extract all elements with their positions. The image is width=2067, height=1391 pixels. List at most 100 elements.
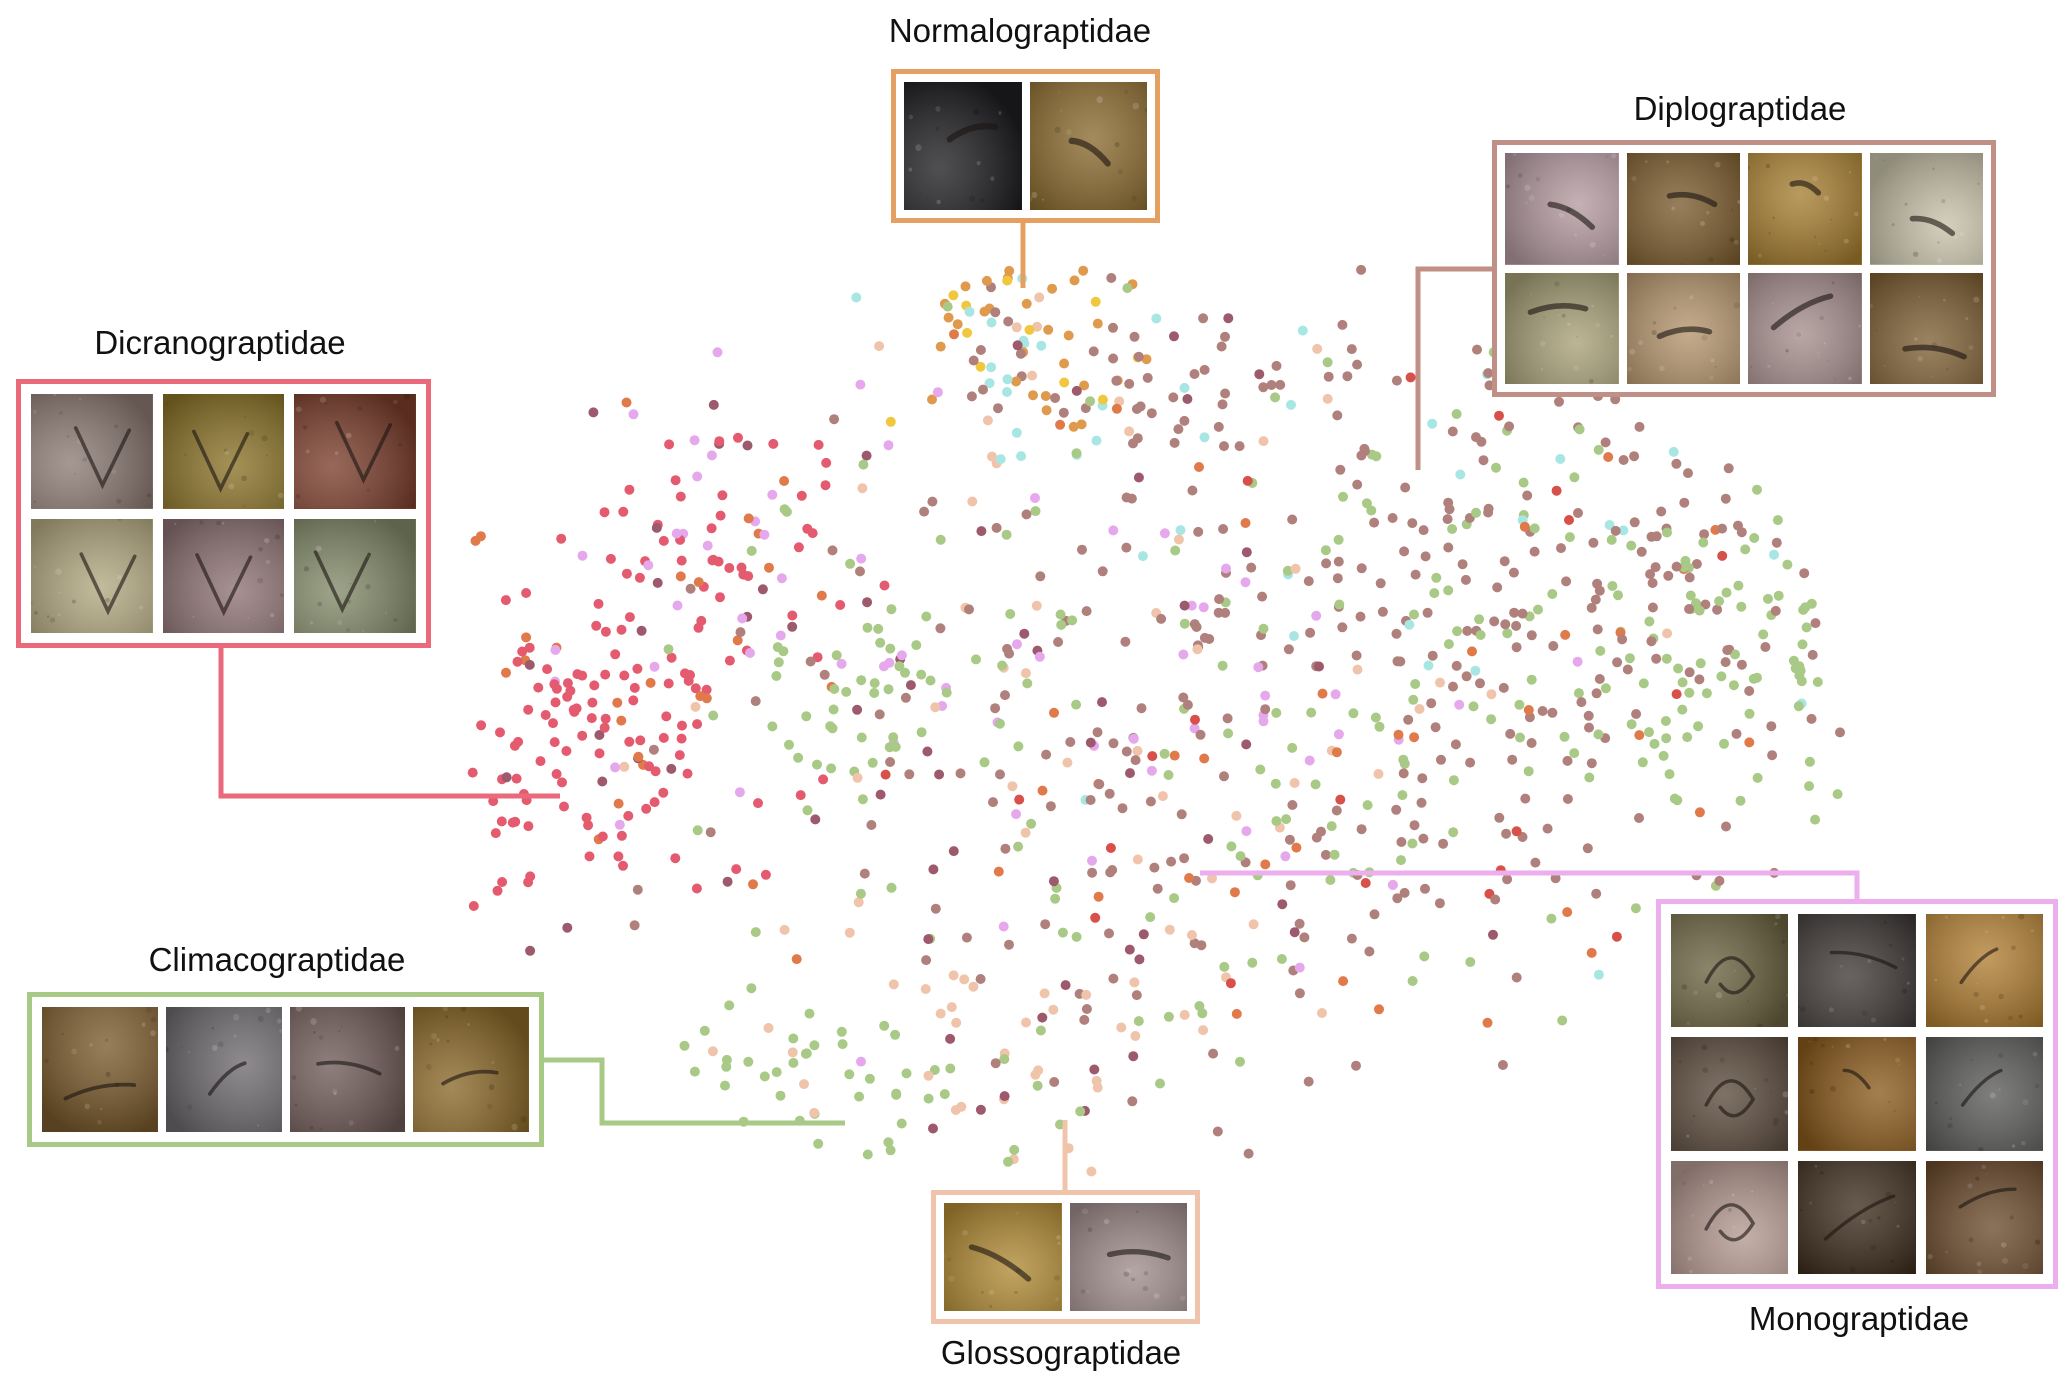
data-point-diplo <box>1246 562 1257 573</box>
data-point-diplo <box>1396 837 1407 847</box>
data-point-diplo <box>1436 754 1446 765</box>
specimen-photo-mono-1 <box>1671 914 1789 1028</box>
data-point-orange <box>1374 1004 1384 1015</box>
data-point-diplo <box>1417 773 1428 784</box>
data-point-diplo <box>1352 359 1363 370</box>
data-point-climaco <box>1235 1056 1245 1067</box>
specimen-panel-glossograptidae <box>931 1190 1200 1324</box>
data-point-darkplum <box>862 597 873 608</box>
data-point-diplo <box>975 345 986 355</box>
data-point-darkplum <box>1128 1051 1139 1062</box>
data-point-climaco <box>1407 976 1418 986</box>
data-point-diplo <box>1129 331 1140 342</box>
data-point-climaco <box>1486 714 1497 725</box>
data-point-darkplum <box>922 746 933 757</box>
data-point-climaco <box>1057 927 1068 938</box>
data-point-climaco <box>1748 673 1759 684</box>
data-point-dicrano <box>599 507 610 518</box>
data-point-diplo <box>1218 524 1229 534</box>
data-point-glosso <box>1414 704 1425 714</box>
data-point-glosso <box>1173 534 1184 545</box>
data-point-mono <box>855 379 866 390</box>
data-point-climaco <box>1443 639 1454 650</box>
data-point-darkplum <box>1134 954 1145 965</box>
specimen-photo-mono-6 <box>1925 1037 2043 1151</box>
data-point-diplo <box>1187 485 1198 496</box>
data-point-darkplum <box>742 440 753 451</box>
data-point-diplo <box>1321 558 1332 569</box>
data-point-climaco <box>854 1091 865 1102</box>
data-point-glosso <box>1039 988 1050 999</box>
data-point-dicrano <box>649 797 660 808</box>
specimen-photo-mono-8 <box>1798 1160 1916 1274</box>
data-point-dicrano <box>589 680 600 691</box>
data-point-glosso <box>1032 321 1043 332</box>
data-point-glosso <box>951 1017 962 1028</box>
data-point-climaco <box>858 459 869 470</box>
data-point-diplo <box>1583 710 1594 721</box>
data-point-climaco <box>1573 688 1584 699</box>
data-point-diplo <box>1104 788 1115 799</box>
data-point-diplo <box>1497 1060 1508 1070</box>
data-point-climaco <box>1013 741 1024 752</box>
data-point-dicrano <box>500 595 511 606</box>
data-point-diplo <box>1475 678 1485 689</box>
data-point-cyan <box>1199 432 1210 443</box>
data-point-glosso <box>923 1070 934 1081</box>
data-point-orange <box>613 798 624 809</box>
data-point-diplo <box>1285 880 1296 891</box>
data-point-mono <box>1159 528 1170 539</box>
data-point-normalo <box>943 312 954 323</box>
data-point-diplo <box>1120 636 1131 647</box>
data-point-diplo <box>1391 375 1402 386</box>
data-point-climaco <box>1514 699 1525 710</box>
data-point-orange <box>1409 732 1420 743</box>
data-point-diplo <box>1427 650 1438 661</box>
data-point-glosso <box>1157 791 1168 802</box>
data-point-orange <box>1260 859 1271 870</box>
data-point-diplo <box>1377 606 1388 617</box>
data-point-diplo <box>1097 566 1108 577</box>
data-point-glosso <box>1290 563 1301 574</box>
data-point-diplo <box>1504 421 1515 432</box>
data-point-climaco <box>1013 841 1024 852</box>
data-point-dicrano <box>666 652 677 663</box>
data-point-diplo <box>1213 607 1224 618</box>
data-point-climaco <box>886 882 897 893</box>
data-point-cyan <box>1668 446 1679 457</box>
data-point-normalo <box>1028 390 1038 401</box>
data-point-mono <box>745 648 755 658</box>
data-point-climaco <box>1409 609 1419 620</box>
data-point-diplo <box>1636 546 1647 557</box>
data-point-mono <box>1108 525 1119 536</box>
data-point-orange <box>675 571 686 582</box>
data-point-diplo <box>1145 796 1156 807</box>
data-point-darkplum <box>1241 739 1252 750</box>
data-point-glosso <box>1011 322 1022 333</box>
data-point-climaco <box>1348 708 1359 719</box>
data-point-diplo <box>1108 973 1119 984</box>
data-point-climaco <box>845 558 856 569</box>
data-point-diplo <box>1049 1077 1060 1087</box>
data-point-climaco <box>1685 590 1696 601</box>
data-point-diplo <box>1684 667 1695 678</box>
data-point-diplo <box>1003 316 1014 327</box>
data-point-glosso <box>1062 757 1073 768</box>
data-point-climaco <box>1306 707 1317 718</box>
data-point-diplo <box>1810 618 1821 629</box>
data-point-glosso <box>1352 664 1363 675</box>
data-point-climaco <box>1529 523 1540 534</box>
data-point-climaco <box>1796 676 1807 687</box>
data-point-darkplum <box>976 526 987 537</box>
data-point-cyan <box>851 292 862 303</box>
data-point-climaco <box>1660 716 1671 726</box>
data-point-diplo <box>1476 436 1487 447</box>
data-point-climaco <box>1452 626 1463 637</box>
data-point-orange <box>633 751 644 762</box>
data-point-red <box>1090 912 1101 923</box>
data-point-climaco <box>879 1020 890 1031</box>
data-point-climaco <box>1584 772 1595 783</box>
data-point-diplo <box>1195 729 1206 740</box>
data-point-climaco <box>1338 491 1348 502</box>
data-point-climaco <box>999 1054 1010 1065</box>
